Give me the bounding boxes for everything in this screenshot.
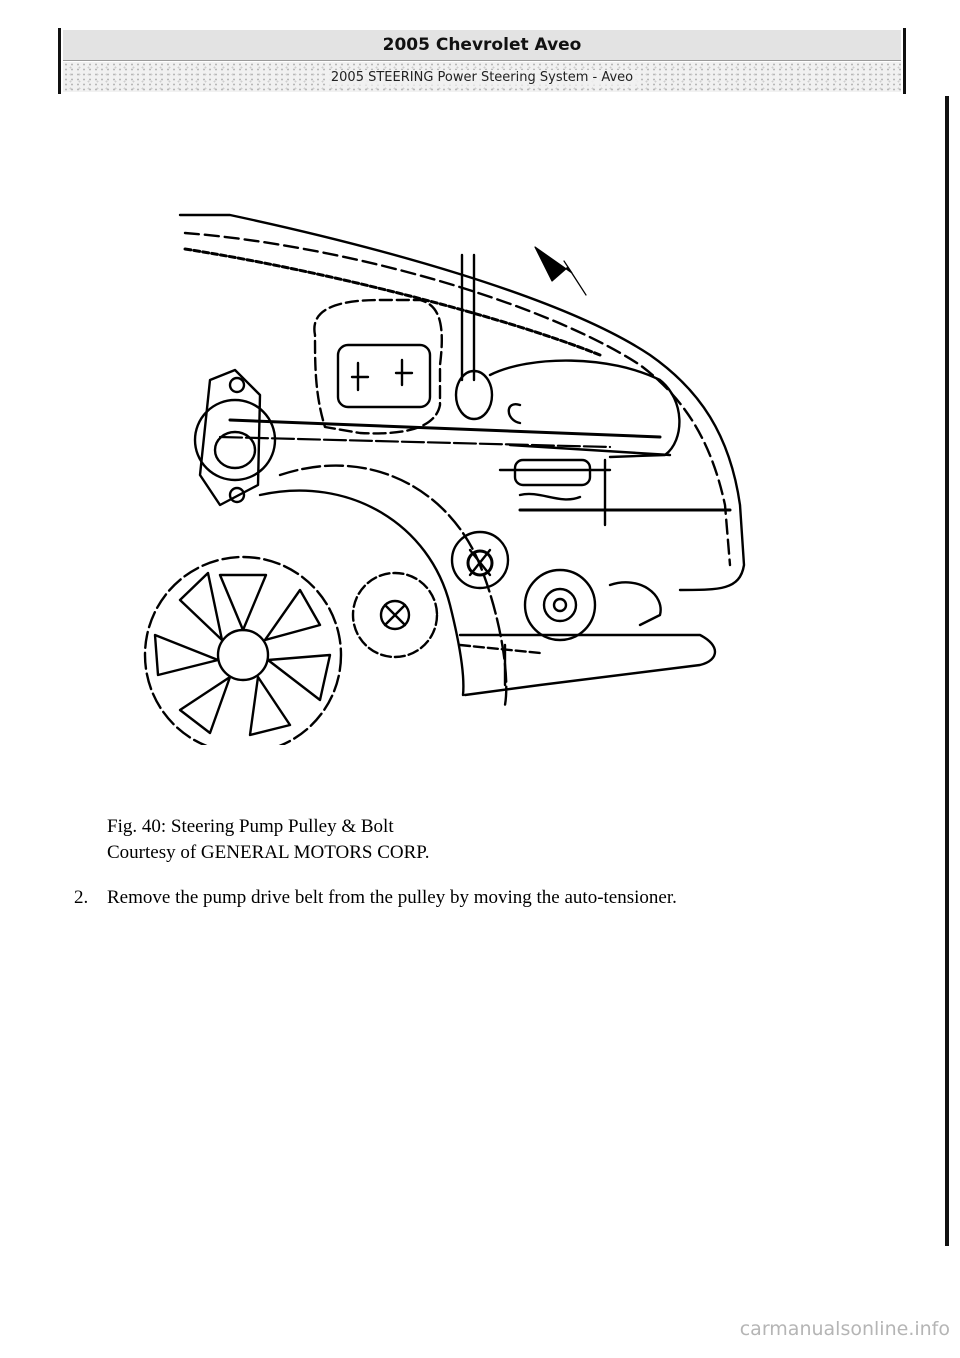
header-right-rule: [903, 28, 906, 94]
header-left-rule: [58, 28, 61, 94]
step-number: 2.: [74, 887, 89, 908]
page-right-border: [945, 96, 949, 1246]
watermark-link[interactable]: carmanualsonline.info: [739, 1318, 950, 1340]
section-subtitle: 2005 STEERING Power Steering System - Av…: [324, 69, 640, 85]
document-header: 2005 Chevrolet Aveo 2005 STEERING Power …: [58, 28, 906, 94]
direction-arrow-icon: [534, 246, 587, 296]
caption-credit: Courtesy of GENERAL MOTORS CORP.: [107, 842, 430, 863]
step-text: Remove the pump drive belt from the pull…: [107, 887, 677, 908]
figure-caption: Fig. 40: Steering Pump Pulley & Bolt Cou…: [107, 814, 430, 866]
vehicle-title: 2005 Chevrolet Aveo: [63, 30, 901, 61]
procedure-step: 2. Remove the pump drive belt from the pu…: [74, 885, 677, 911]
section-subtitle-bar: 2005 STEERING Power Steering System - Av…: [63, 62, 901, 92]
caption-title: Fig. 40: Steering Pump Pulley & Bolt: [107, 816, 394, 837]
steering-pump-pulley-illustration: [143, 213, 746, 745]
